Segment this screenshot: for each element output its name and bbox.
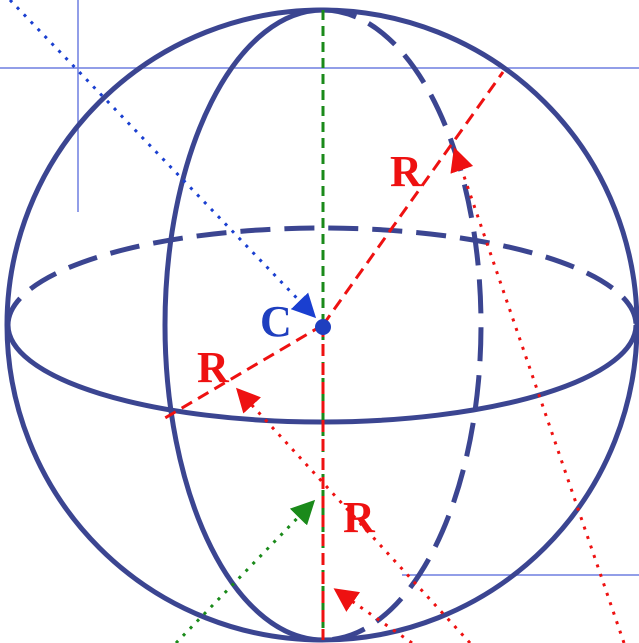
center-label: C: [260, 297, 292, 346]
meridian-front: [162, 7, 324, 643]
radius-label-left: R: [197, 343, 230, 392]
radius-line-lower-left: [164, 323, 324, 420]
meridian-back-dashed: [322, 7, 484, 643]
radius-line-upper-right: [321, 71, 505, 326]
radius-label-lower: R: [343, 493, 376, 542]
equator-back-dashed: [5, 225, 639, 326]
pointer-radius-left: [235, 387, 472, 643]
pointer-axis: [174, 499, 316, 643]
center-point: [315, 319, 331, 335]
pointer-radius-upper: [450, 147, 626, 643]
radius-label-upper-right: R: [390, 147, 423, 196]
